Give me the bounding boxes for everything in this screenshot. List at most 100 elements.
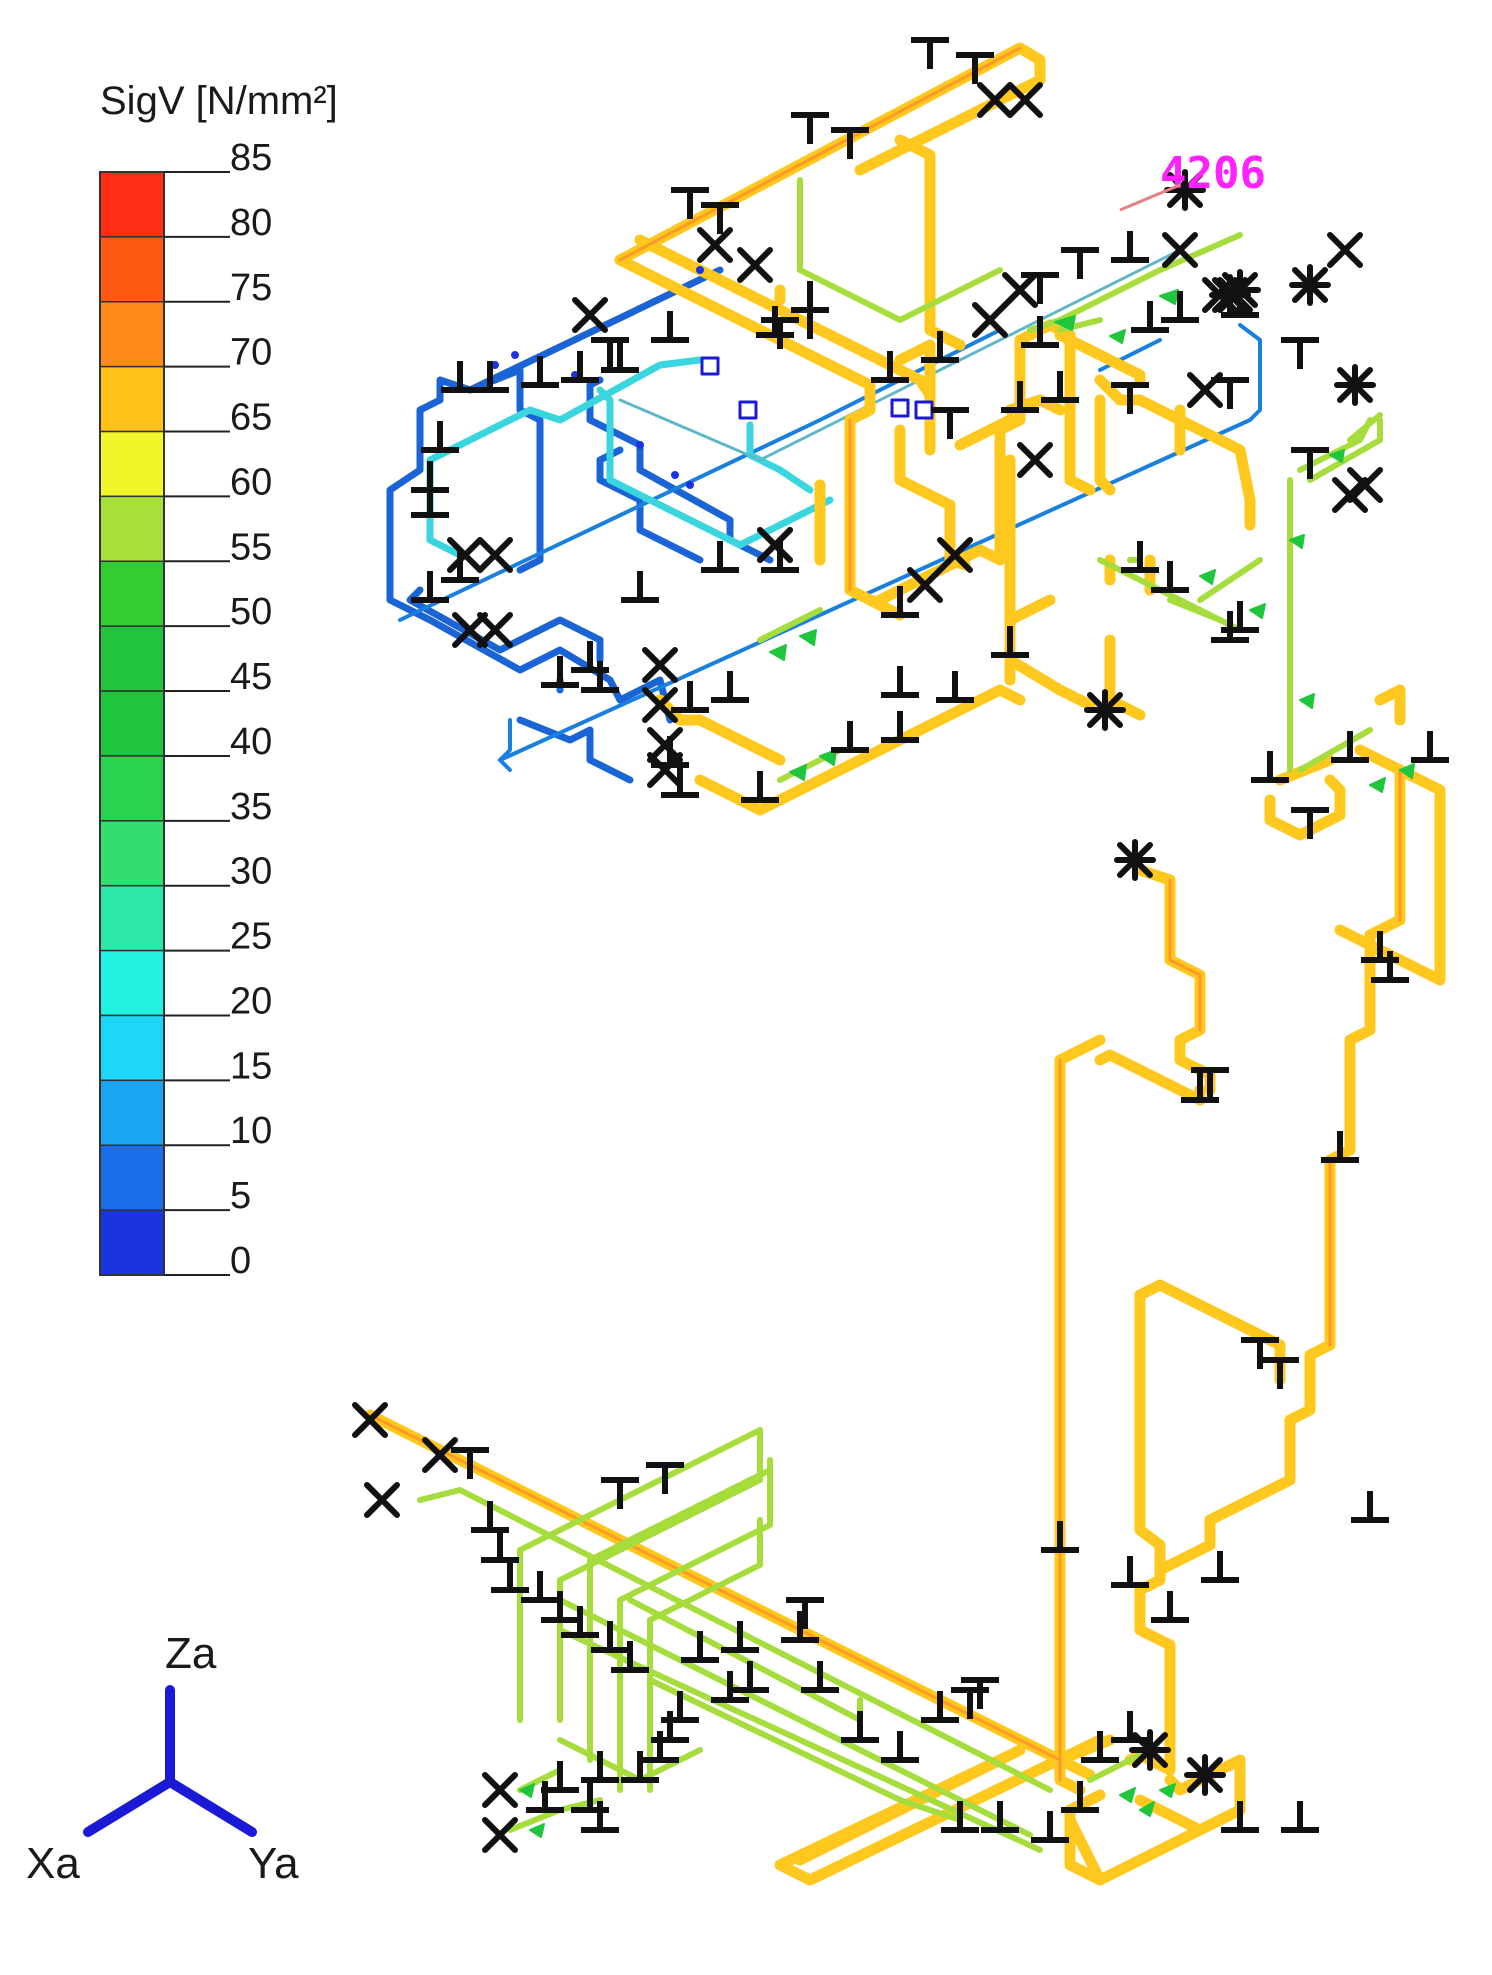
- anchor-symbol: [477, 612, 513, 648]
- node-leader-line: [1119, 183, 1181, 212]
- y-axis-line: [165, 1777, 257, 1837]
- stress-legend: SigV [N/mm²] 858075706560555045403530252…: [99, 79, 338, 1282]
- support-symbol: [981, 1801, 1019, 1833]
- fixed-point-symbol: [1114, 839, 1156, 881]
- legend-band: [99, 949, 165, 1017]
- axis-triad: Za Xa Ya: [26, 1629, 299, 1888]
- legend-tick-label: 45: [230, 656, 272, 698]
- legend-color-bands: [99, 171, 165, 1276]
- pipe-segment: [517, 1427, 763, 1723]
- legend-tick-label: 40: [230, 721, 272, 763]
- support-symbol: [1021, 272, 1059, 304]
- support-symbol: [561, 1606, 599, 1638]
- pipe-segment: [1307, 417, 1383, 483]
- pipe-segment: [1054, 1054, 1086, 1796]
- support-symbol: [1061, 247, 1099, 279]
- flow-marker: [799, 629, 817, 646]
- legend-band: [99, 1144, 165, 1211]
- support-symbol: [421, 421, 459, 453]
- support-symbol: [1121, 541, 1159, 573]
- support-symbol: [1331, 731, 1369, 763]
- support-symbol: [1021, 316, 1059, 348]
- flow-marker: [819, 749, 837, 766]
- support-symbol: [936, 671, 974, 703]
- pipe-segment: [1134, 1289, 1176, 1776]
- anchor-symbol: [1007, 82, 1043, 118]
- support-symbol: [831, 721, 869, 753]
- support-symbol: [1031, 1811, 1069, 1843]
- support-symbol: [541, 1761, 579, 1793]
- pipe-segment: [516, 716, 634, 784]
- pipe-segment: [1094, 394, 1116, 496]
- pipe-segment: [874, 319, 1096, 606]
- support-symbol: [991, 626, 1029, 658]
- pipe-group-high-stress: [364, 42, 1446, 1886]
- legend-band: [99, 365, 165, 433]
- pipe-group-low-stress: [386, 266, 774, 784]
- support-symbol: [721, 1621, 759, 1653]
- support-symbol: [801, 1661, 839, 1693]
- flow-marker: [1289, 534, 1305, 549]
- support-symbol: [671, 187, 709, 219]
- support-symbol: [1041, 1521, 1079, 1553]
- support-symbol: [591, 337, 629, 369]
- support-symbol: [921, 331, 959, 363]
- pipe-segment: [1167, 597, 1223, 623]
- legend-tick-label: 60: [230, 461, 272, 503]
- support-symbol: [1211, 377, 1249, 409]
- legend-tick-label: 15: [230, 1045, 272, 1087]
- support-symbol: [411, 571, 449, 603]
- y-axis-label: Ya: [248, 1839, 299, 1888]
- legend-title: SigV [N/mm²]: [100, 79, 338, 123]
- anchor-symbol: [642, 647, 678, 683]
- pipe-supports: [411, 37, 1449, 1843]
- pipe-segment: [746, 421, 814, 494]
- pipe-segment: [1054, 1034, 1106, 1066]
- anchor-symbol: [1187, 372, 1223, 408]
- valve-dot: [696, 266, 704, 274]
- pipe-segment: [466, 366, 544, 574]
- pipe-segment: [1264, 774, 1346, 841]
- fixed-point-symbol: [1164, 169, 1206, 211]
- pipe-segment: [1094, 1049, 1206, 1106]
- fixed-point-symbol: [1289, 264, 1331, 306]
- support-symbol: [1241, 1337, 1279, 1369]
- pipe-segment: [557, 1597, 1033, 1838]
- support-symbol: [956, 52, 994, 84]
- pipe-segment: [618, 46, 1022, 262]
- nozzle-marker: [914, 400, 934, 420]
- pipe-segment: [1057, 232, 1243, 323]
- flow-marker: [529, 1823, 545, 1838]
- anchor-symbol: [1162, 232, 1198, 268]
- pipe-segment: [647, 1517, 763, 1793]
- support-symbol: [521, 1571, 559, 1603]
- support-symbol: [921, 1691, 959, 1723]
- pipe-segment: [1004, 594, 1056, 686]
- support-symbol: [711, 1671, 749, 1703]
- legend-tick-label: 35: [230, 786, 272, 828]
- x-axis-label: Xa: [26, 1839, 80, 1888]
- anchor-symbol: [572, 297, 608, 333]
- legend-tick-label: 75: [230, 267, 272, 309]
- nozzle-marker: [738, 400, 758, 420]
- support-symbol: [1221, 601, 1259, 633]
- legend-tick-label: 80: [230, 202, 272, 244]
- anchor-symbol: [477, 537, 513, 573]
- fixed-point-symbol: [1219, 269, 1261, 311]
- flow-marker: [1369, 777, 1386, 793]
- support-symbol: [441, 361, 479, 393]
- anchor-symbol: [422, 1437, 458, 1473]
- pipe-segment: [1197, 557, 1263, 603]
- flow-marker: [1159, 1783, 1176, 1798]
- support-symbol: [1041, 371, 1079, 403]
- support-symbol: [581, 661, 619, 693]
- legend-band: [99, 1079, 165, 1146]
- support-symbol: [1111, 231, 1149, 263]
- support-symbol: [1351, 1491, 1389, 1523]
- flow-marker: [1109, 329, 1126, 344]
- pipe-segment: [426, 356, 704, 559]
- flow-marker: [1199, 569, 1216, 585]
- support-symbol: [941, 1801, 979, 1833]
- support-symbol: [1131, 301, 1169, 333]
